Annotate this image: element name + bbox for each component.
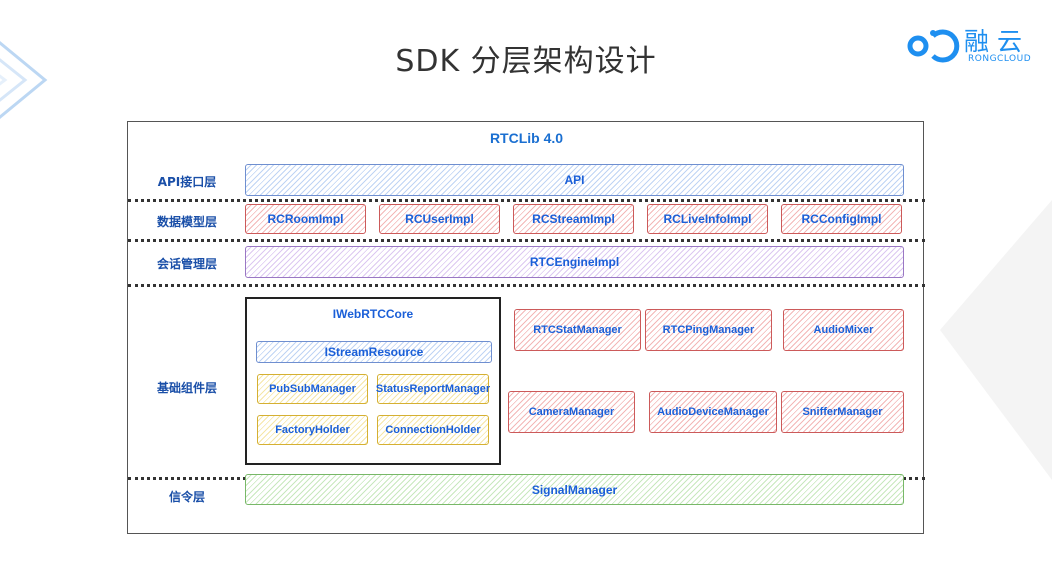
model-box-user: RCUserImpl <box>379 204 500 234</box>
rongcloud-logo-icon <box>907 29 960 63</box>
diagram-title: RTCLib 4.0 <box>489 130 564 146</box>
layer-label-api: API接口层 <box>157 175 217 189</box>
webrtc-core-title: IWebRTCCore <box>332 307 414 321</box>
webrtc-core-frame: IWebRTCCore IStreamResource PubSubManage… <box>245 297 501 465</box>
sniffer-manager-box: SnifferManager <box>781 391 904 433</box>
brand-logo: 融云 RONGCLOUD <box>906 22 1046 72</box>
corner-decoration-right <box>940 200 1052 480</box>
camera-manager-box: CameraManager <box>508 391 635 433</box>
audio-device-manager-box: AudioDeviceManager <box>649 391 777 433</box>
status-report-manager-box: StatusReportManager <box>376 374 490 404</box>
model-box-stream: RCStreamImpl <box>513 204 634 234</box>
audio-mixer-box: AudioMixer <box>783 309 904 351</box>
connection-holder-box: ConnectionHolder <box>377 415 489 445</box>
logo-subtext: RONGCLOUD <box>968 54 1032 64</box>
layer-label-base: 基础组件层 <box>156 381 217 395</box>
model-box-liveinfo: RCLiveInfoImpl <box>647 204 768 234</box>
rtc-ping-manager-box: RTCPingManager <box>645 309 772 351</box>
logo-text: 融云 <box>964 27 1031 56</box>
model-box-config: RCConfigImpl <box>781 204 902 234</box>
layer-separator <box>128 199 925 202</box>
layer-label-model: 数据模型层 <box>156 215 217 229</box>
slide-title: SDK 分层架构设计 <box>395 44 657 79</box>
corner-decoration-left <box>0 40 48 120</box>
layer-label-session: 会话管理层 <box>156 257 217 271</box>
architecture-diagram: RTCLib 4.0 API接口层 API 数据模型层 RCRoomImpl R… <box>127 121 925 534</box>
layer-label-signal: 信令层 <box>168 490 205 504</box>
model-box-room: RCRoomImpl <box>245 204 366 234</box>
stream-resource-box: IStreamResource <box>256 341 492 363</box>
layer-separator <box>128 239 925 242</box>
pubsub-manager-box: PubSubManager <box>257 374 368 404</box>
rtc-stat-manager-box: RTCStatManager <box>514 309 641 351</box>
api-box: API <box>245 164 904 196</box>
layer-separator <box>128 284 925 287</box>
factory-holder-box: FactoryHolder <box>257 415 368 445</box>
session-box: RTCEngineImpl <box>245 246 904 278</box>
signal-manager-box: SignalManager <box>245 474 904 505</box>
